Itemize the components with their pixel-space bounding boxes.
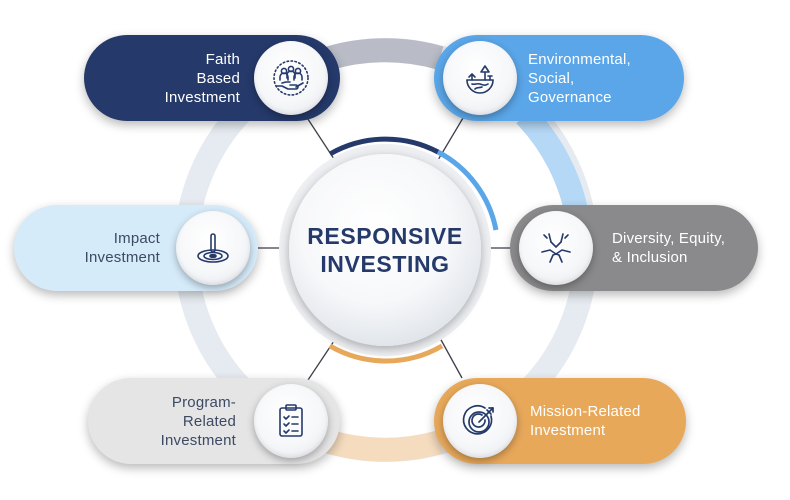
node-impact-label-line-1: Impact [113,230,160,247]
node-mission-label-line-2: Investment [530,422,606,439]
node-program-label-line-2: Related [182,412,236,430]
inner-arc-blue [436,149,499,231]
node-esg-label-line-2: Social, [528,69,575,87]
center-title-line-1: RESPONSIVE [307,223,463,249]
node-esg-label-line-1: Environmental, [528,50,631,68]
ring-arc-top [326,38,444,70]
node-dei-label: Diversity, Equity, & Inclusion [612,205,725,291]
node-mission-label-line-1: Mission-Related [530,403,641,420]
node-esg-label-line-3: Governance [528,88,612,106]
node-faith-label-line-1: Faith [205,50,240,68]
node-dei-label-line-2: & Inclusion [612,249,688,266]
node-mission-label: Mission-Related Investment [530,378,641,464]
node-program-label-line-3: Investment [160,431,236,449]
node-program-label: Program- Related Investment [161,378,236,464]
center-disc [289,154,481,346]
node-impact-label: Impact Investment [85,205,160,291]
center-title-line-2: INVESTING [320,251,450,277]
hand-holding-people-icon [254,41,328,115]
joined-hands-icon [519,211,593,285]
checklist-clipboard-icon [254,384,328,458]
node-faith-label: Faith Based Investment [165,35,240,121]
node-faith-label-line-3: Investment [164,88,240,106]
node-faith-label-line-2: Based [196,69,240,87]
target-arrow-icon [443,384,517,458]
joystick-target-icon [176,211,250,285]
inner-arc-navy [328,136,440,157]
node-esg-label: Environmental, Social, Governance [528,35,631,121]
inner-arc-orange [328,343,444,364]
node-impact-label-line-2: Investment [84,249,160,266]
ring-arc-bottom [326,430,444,462]
center-title: RESPONSIVE INVESTING [295,222,475,278]
node-program-label-line-1: Program- [171,393,236,411]
node-dei-label-line-1: Diversity, Equity, [612,230,726,247]
globe-with-trees-icon [443,41,517,115]
